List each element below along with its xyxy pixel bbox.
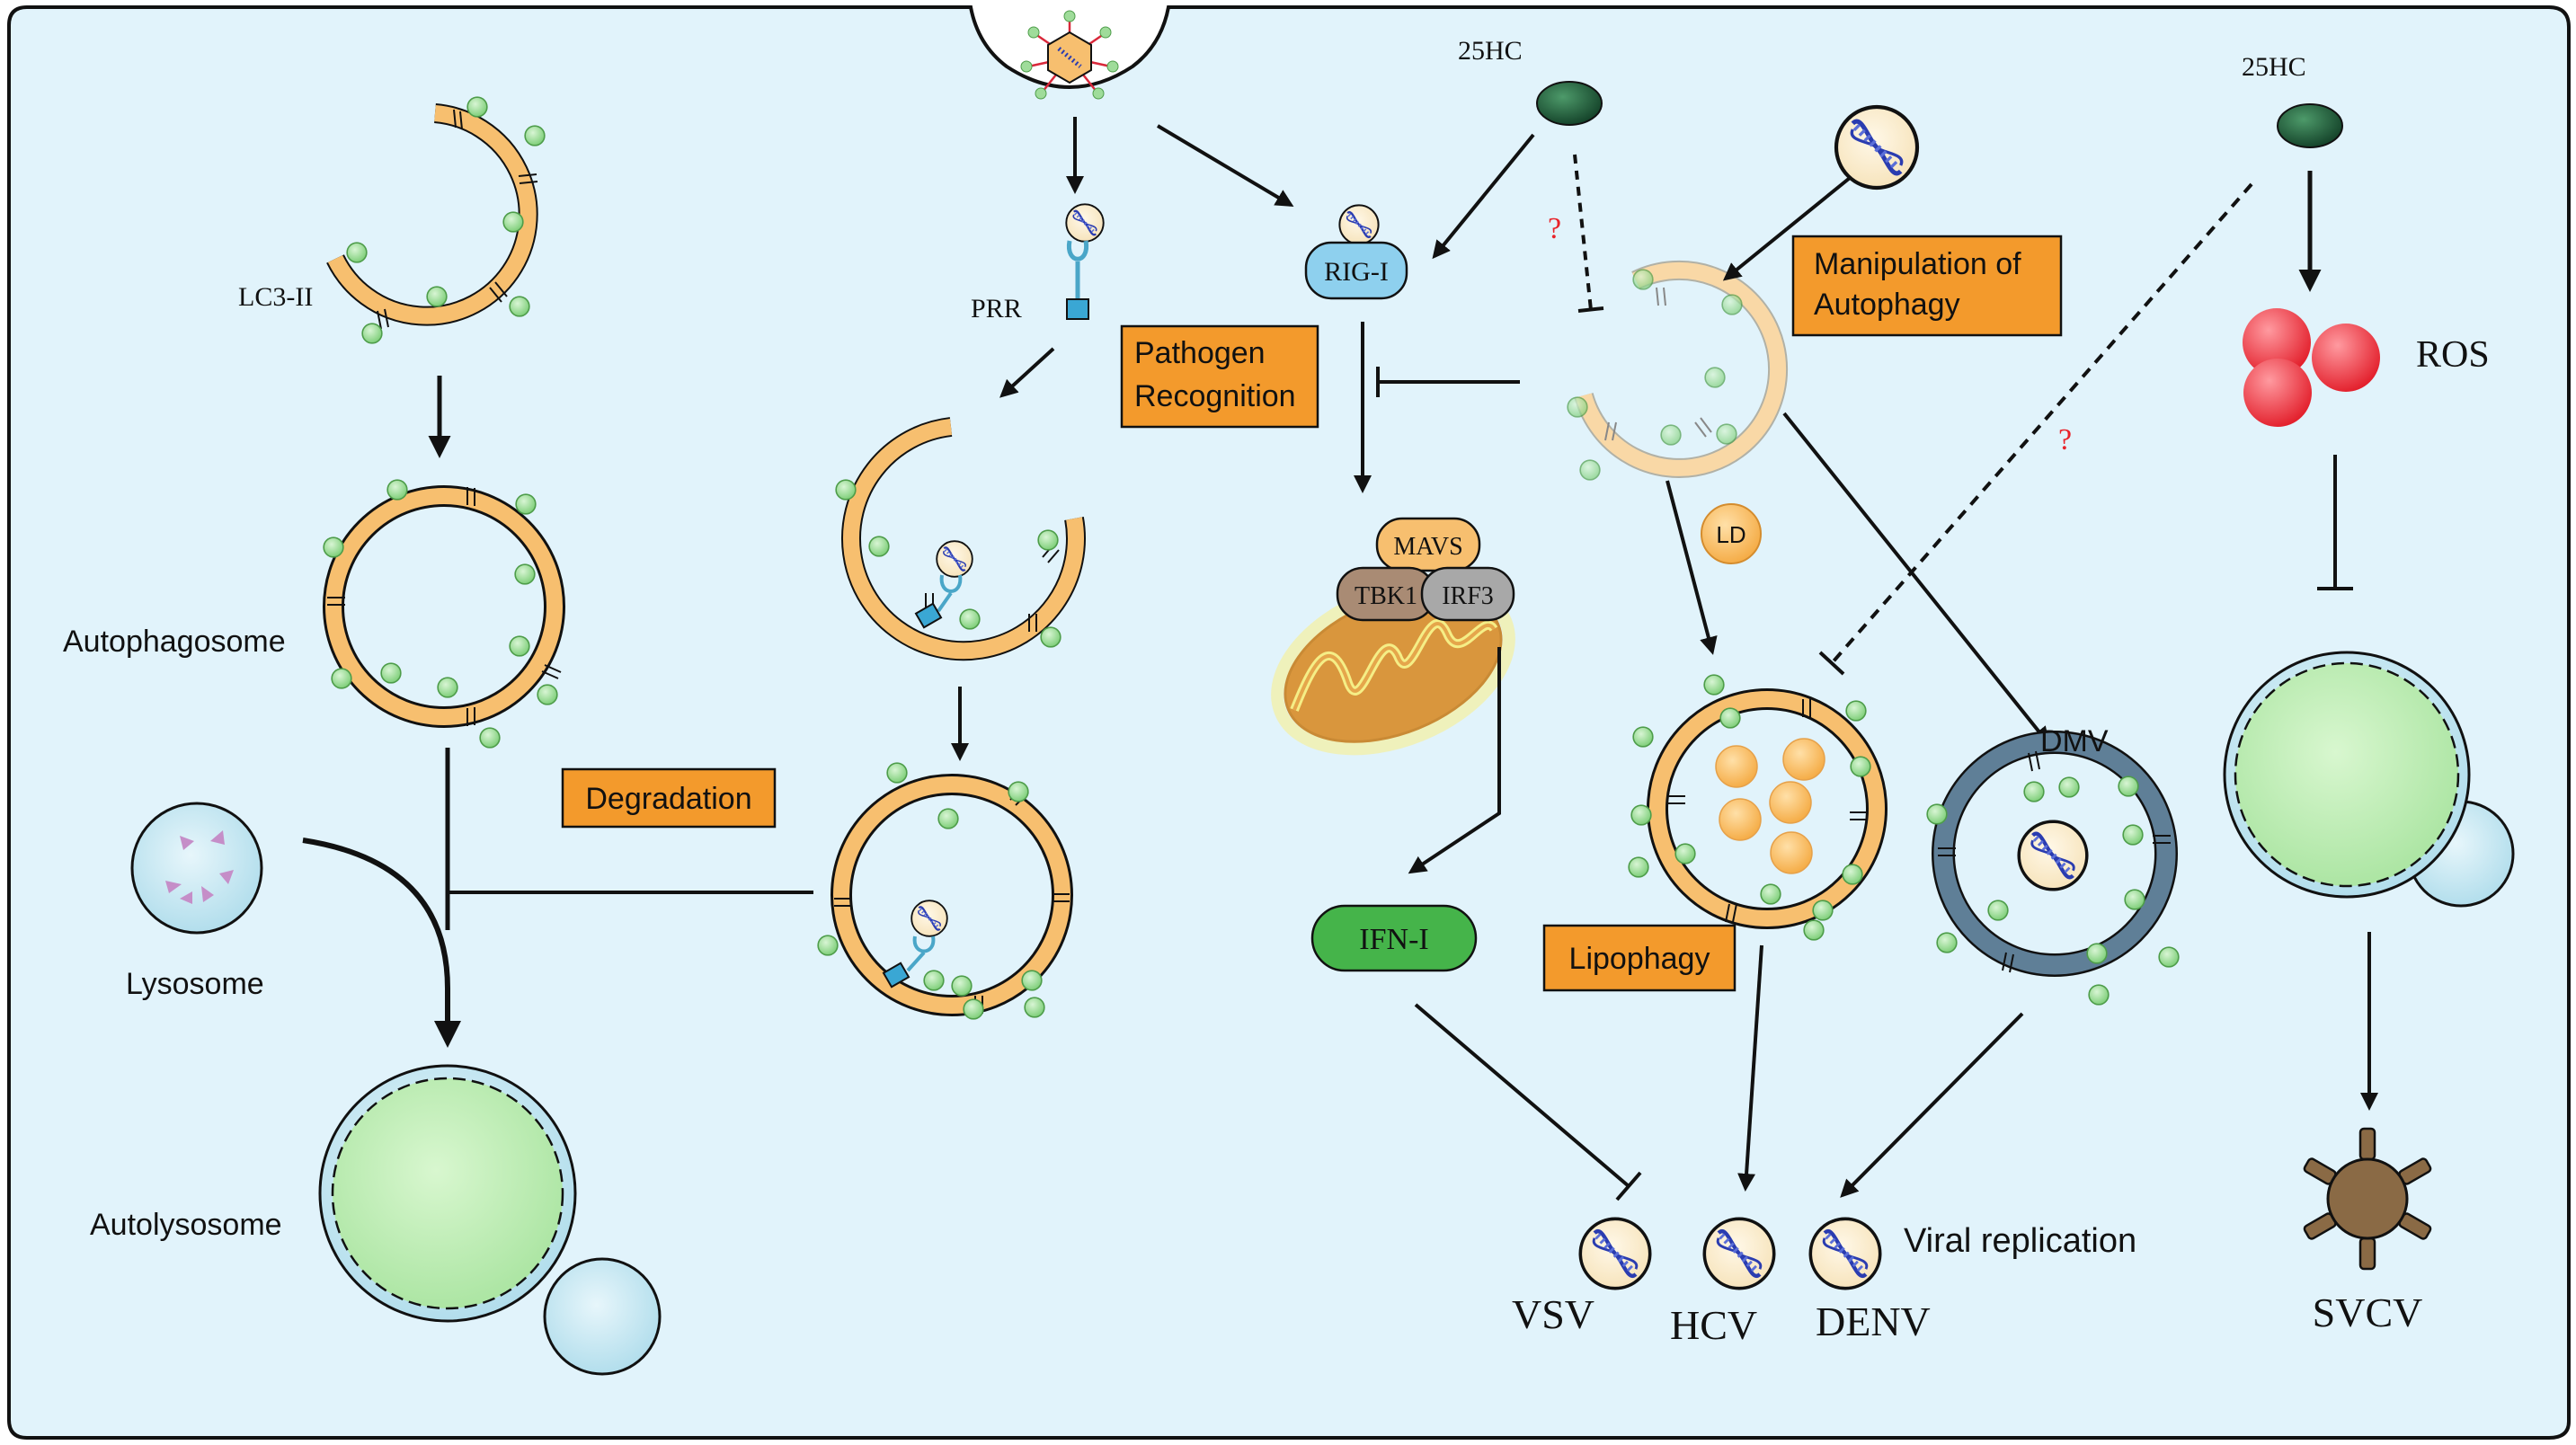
ros-label: ROS [2416,334,2490,376]
vsv-label: VSV [1512,1291,1594,1337]
lipophagy-label: Lipophagy [1569,942,1710,976]
lysosome-label: Lysosome [126,967,264,1001]
rig-i: RIG-I [1304,203,1408,300]
ld-label: LD [1716,521,1745,548]
svcv-virus [2303,1127,2432,1271]
mavs-label: MAVS [1393,533,1462,561]
hc25-right-molecule [2277,103,2343,148]
denv-label: DENV [1816,1299,1931,1344]
autophagosome-label: Autophagosome [63,625,286,659]
ifn-i: IFN-I [1310,904,1478,972]
svcv-label: SVCV [2313,1290,2423,1335]
viral-replication-label: Viral replication [1904,1222,2136,1260]
prr-autophagosome [817,762,1073,1020]
hc25-left-molecule [1536,81,1603,126]
dmv [1926,731,2180,1006]
hcv-virus [1704,1219,1773,1288]
pathogen-label: Pathogen [1134,336,1266,370]
prr-receptor [1064,202,1106,320]
tbk1-label: TBK1 [1355,582,1417,610]
vsv-virus [1580,1219,1649,1288]
lipid-droplet: LD [1701,503,1762,564]
lysosome [130,802,263,935]
hc25-left-label: 25HC [1458,36,1523,66]
right-autolysosome [2223,651,2515,908]
phagophore [326,96,546,344]
question-left: ? [1548,212,1561,245]
degradation-box: Degradation [561,767,777,829]
manipulation-label: Manipulation of [1814,247,2021,281]
ifn-label: IFN-I [1359,923,1428,956]
dmv-label: DMV [2040,724,2109,758]
degradation-label: Degradation [585,782,751,816]
autolysosome-label: Autolysosome [90,1208,282,1242]
autophagy-label: Autophagy [1814,288,1960,322]
prr-phagophore [835,417,1086,661]
denv-virus [1810,1219,1879,1288]
manipulation-of-autophagy-box: Manipulation of Autophagy [1791,235,2063,337]
lipophagy-box: Lipophagy [1542,924,1737,992]
manipulated-phagophore [1567,260,1789,481]
pathogen-recognition-box: Pathogen Recognition [1120,324,1319,429]
mavs-complex: MAVS TBK1 IRF3 [1336,517,1515,622]
virus-particle [1020,10,1119,100]
prr-label: PRR [971,294,1022,324]
hc25-right-label: 25HC [2242,52,2306,82]
rig-i-label: RIG-I [1324,257,1389,287]
recognition-label: Recognition [1134,379,1296,413]
lipophagy-autophagosome [1628,674,1888,941]
mitochondrion [1271,578,1515,756]
manipulating-virus [1836,107,1917,188]
irf3-label: IRF3 [1442,582,1494,610]
autophagosome [323,479,565,749]
lc3-ii-label: LC3-II [238,282,313,312]
autolysosome [318,1064,662,1376]
question-right: ? [2058,423,2072,457]
hcv-label: HCV [1670,1302,1757,1348]
ros-cluster [2243,308,2380,427]
